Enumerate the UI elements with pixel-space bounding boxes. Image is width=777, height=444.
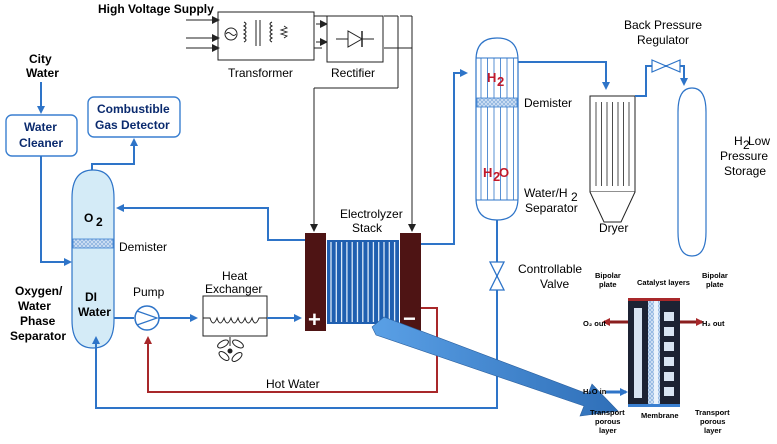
o2-sub: 2: [96, 215, 103, 229]
inset-bipolar-left-2: plate: [599, 280, 617, 289]
inset-transport-right-3: layer: [704, 426, 722, 435]
rectifier-label: Rectifier: [331, 66, 375, 80]
water-h2-separator: [475, 37, 519, 221]
electrolyzer-stack: [305, 233, 421, 331]
inset-transport-left-1: Transport: [590, 408, 625, 417]
di-label: DI: [85, 290, 97, 304]
o2-label: O: [84, 211, 93, 225]
flow-channel: [664, 327, 674, 336]
minus-terminal: −: [403, 306, 416, 331]
h2-storage-tank: [677, 87, 707, 257]
storage-label-pressure: Pressure: [720, 149, 768, 163]
flow-channel: [664, 312, 674, 321]
hot-water-loop: [144, 307, 438, 393]
inset-o2-out: O₂ out: [583, 319, 606, 328]
inset-h2-out: H₂ out: [702, 319, 725, 328]
heat-exchanger: [202, 295, 268, 337]
pem-cell-inset: [628, 298, 680, 407]
inset-transport-right-2: porous: [700, 417, 725, 426]
valve-label-2: Valve: [540, 277, 569, 291]
clean-water-flow: [40, 156, 72, 266]
storage-label-sub: 2: [743, 138, 750, 152]
city-water-label-1: City: [29, 52, 52, 66]
inset-bipolar-right-2: plate: [706, 280, 724, 289]
storage-label-storage: Storage: [724, 164, 766, 178]
separator-label-2: Water: [18, 299, 51, 313]
separator-label-3: Phase: [20, 314, 56, 328]
hot-water-label: Hot Water: [266, 377, 320, 391]
gas-detector-label-2: Gas Detector: [95, 118, 170, 132]
pump-label: Pump: [133, 285, 165, 299]
flow-channel: [664, 342, 674, 351]
supply-wires: [186, 15, 346, 52]
transformer: [217, 11, 315, 61]
heat-exchanger-label-2: Exchanger: [205, 282, 262, 296]
plus-terminal: +: [308, 307, 321, 332]
heat-exchanger-label-1: Heat: [222, 269, 248, 283]
dryer-to-storage-flow: [635, 65, 688, 97]
pump: [134, 305, 160, 331]
gas-detector-box: [87, 96, 181, 138]
h2o-sub: 2: [493, 169, 500, 184]
inset-transport-left-2: porous: [595, 417, 620, 426]
inset-membrane: Membrane: [641, 411, 679, 420]
city-water-label-2: Water: [26, 66, 59, 80]
water-cleaner-label-2: Cleaner: [19, 136, 63, 150]
flow-channel: [664, 357, 674, 366]
transformer-label: Transformer: [228, 66, 293, 80]
oxygen-water-separator: [71, 169, 115, 349]
h2-sub: 2: [497, 74, 504, 89]
dc-wires: [310, 15, 416, 232]
back-pressure-regulator: [651, 59, 681, 73]
dryer: [589, 95, 636, 223]
rectifier: [326, 15, 384, 63]
high-voltage-label: High Voltage Supply: [98, 2, 214, 16]
zoom-arrow: [371, 316, 619, 417]
electrolyzer-label-1: Electrolyzer: [340, 207, 403, 221]
flow-channel: [664, 387, 674, 396]
valve-label-1: Controllable: [518, 262, 582, 276]
regulator-label-2: Regulator: [637, 33, 689, 47]
storage-label-low: Low: [748, 134, 770, 148]
inset-h2o-in: H₂O in: [583, 387, 607, 396]
h2o-label: H: [483, 165, 492, 180]
gas-detector-label-1: Combustible: [97, 102, 170, 116]
inset-transport-left-3: layer: [599, 426, 617, 435]
demister-right-label: Demister: [524, 96, 572, 110]
storage-label-h: H: [734, 134, 743, 148]
h2o-o: O: [499, 165, 509, 180]
separator-right-label-1: Water/H: [524, 186, 568, 200]
inset-bipolar-left-1: Bipolar: [595, 271, 621, 280]
dryer-label: Dryer: [599, 221, 628, 235]
regulator-label-1: Back Pressure: [624, 18, 702, 32]
inset-transport-right-1: Transport: [695, 408, 730, 417]
separator-label-1: Oxygen/: [15, 284, 63, 298]
separator-right-label-sub: 2: [571, 190, 578, 204]
separator-label-4: Separator: [10, 329, 66, 343]
demister-left-label: Demister: [119, 240, 167, 254]
flow-channel: [664, 372, 674, 381]
h2-to-dryer-flow: [518, 61, 610, 90]
water-label: Water: [78, 305, 111, 319]
separator-right-label-2: Separator: [525, 201, 578, 215]
controllable-valve: [488, 261, 506, 291]
electrolyzer-label-2: Stack: [352, 221, 383, 235]
fan-icon: [217, 337, 244, 362]
inset-bipolar-right-1: Bipolar: [702, 271, 728, 280]
hydrogen-out-flow: [421, 69, 468, 245]
water-cleaner-label-1: Water: [24, 120, 57, 134]
water-return-flow: [92, 220, 498, 409]
inset-catalyst: Catalyst layers: [637, 278, 690, 287]
h2-label: H: [487, 70, 496, 85]
oxygen-return-flow: [116, 204, 305, 241]
